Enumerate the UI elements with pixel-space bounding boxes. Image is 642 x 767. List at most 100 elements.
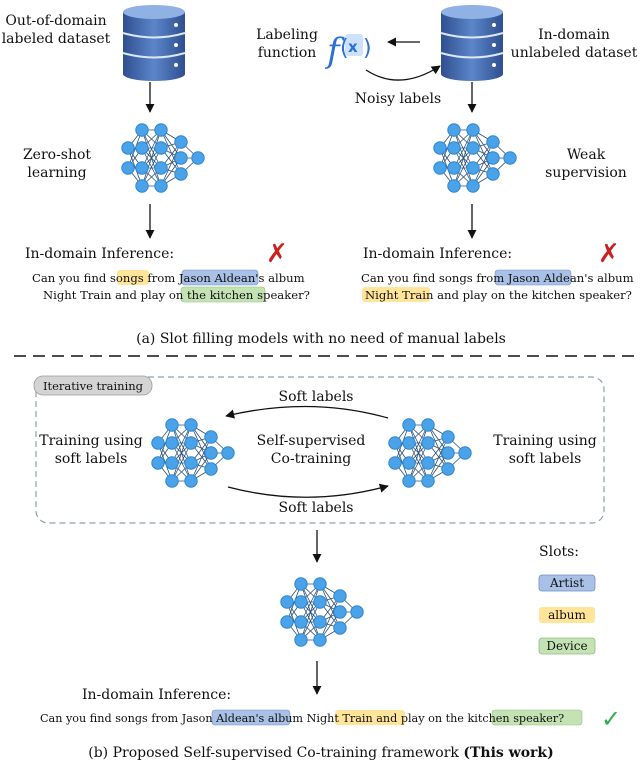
network-node [350,605,364,619]
highlight-artist-left [181,269,259,286]
labeling-function-label: Labeling [256,27,318,43]
network-node [135,179,149,193]
labeling-function-icon: f x ( ) [324,31,372,71]
out-of-domain-database-icon [122,5,186,81]
network-node [313,577,327,591]
soft-labels-top-arrow [225,405,389,419]
network-edge [160,129,182,175]
network-edge [286,583,302,623]
svg-text:(: ( [340,36,349,61]
network-edge [157,424,173,464]
network-node [154,141,168,155]
in-domain-label: In-domain [538,27,610,43]
network-node [402,418,416,432]
train-right-label-line2: soft labels [509,451,582,467]
train-left-label-line2: soft labels [55,451,128,467]
svg-text:x: x [348,38,358,56]
network-node [333,589,347,603]
network-node [151,456,165,470]
network-node [466,179,480,193]
left-cross-icon: ✗ [266,239,288,269]
weak-supervision-label: Weak [567,147,606,163]
network-node [135,123,149,137]
network-node [313,615,327,629]
network-edge [439,147,455,187]
network-node [421,436,435,450]
network-node [441,430,455,444]
network-node [313,633,327,647]
network-node [184,436,198,450]
network-edge [453,129,474,187]
network-node [174,151,188,165]
in-domain-database-icon [440,5,504,81]
network-edge [171,424,192,482]
network-edge [127,129,143,169]
network-edge [286,601,302,641]
network-node [165,436,179,450]
slot-album-swatch [539,607,595,623]
network-node [388,456,402,470]
highlight-songs [117,270,149,285]
network-node [151,436,165,450]
network-node [441,446,455,460]
network-node [421,418,435,432]
network-edge [408,424,429,482]
left-sentence-line1: Can you find songs from Jason Aldean's a… [32,271,305,285]
train-left-label: Training using [39,433,142,449]
network-node [184,418,198,432]
network-node [191,151,205,165]
network-node [466,141,480,155]
network-edge [394,442,410,482]
network-node [154,161,168,175]
network-node [154,179,168,193]
network-edge [127,147,143,187]
network-node [447,123,461,137]
noisy-labels-arrow [365,65,441,81]
network-node [165,418,179,432]
network-node [294,595,308,609]
network-edge [300,601,321,641]
network-edge [408,442,429,482]
cotraining-left-network [151,418,235,488]
network-edge [157,442,173,482]
slot-album-label: album [548,608,586,622]
caption-a: (a) Slot filling models with no need of … [136,331,506,347]
cotraining-label: Self-supervised [257,433,366,449]
network-node [280,595,294,609]
right-inference-title: In-domain Inference: [363,246,512,262]
network-node [165,474,179,488]
network-node [174,135,188,149]
out-of-domain-label: Out-of-domain [5,13,106,29]
network-edge [160,141,182,187]
network-edge [408,424,429,464]
soft-labels-bottom-label: Soft labels [278,500,353,516]
slot-device-label: Device [546,639,587,653]
network-edge [472,129,494,175]
network-node [466,161,480,175]
highlight-device-bottom [491,709,583,726]
out-of-domain-label-line2: labeled dataset [2,31,111,47]
network-node [294,633,308,647]
bottom-inference-title: In-domain Inference: [82,687,231,703]
network-node [503,151,517,165]
in-domain-label-line2: unlabeled dataset [511,45,638,61]
network-edge [300,583,321,623]
network-node [486,135,500,149]
train-right-label: Training using [493,433,596,449]
highlight-album-right [362,287,430,302]
final-model-network [280,577,364,647]
iterative-training-label: Iterative training [43,379,144,393]
network-node [154,123,168,137]
network-node [221,446,235,460]
right-sentence-line1: Can you find songs from Jason Aldean's a… [361,271,634,285]
network-node [433,141,447,155]
network-node [204,446,218,460]
network-node [333,605,347,619]
network-edge [141,129,162,187]
slot-artist-swatch [538,574,596,592]
iterative-training-tag [33,375,153,396]
caption-b: (b) Proposed Self-supervised Co-training… [88,745,553,761]
highlight-artist-bottom [211,709,291,726]
slot-artist-label: Artist [549,576,584,590]
network-edge [319,583,341,629]
